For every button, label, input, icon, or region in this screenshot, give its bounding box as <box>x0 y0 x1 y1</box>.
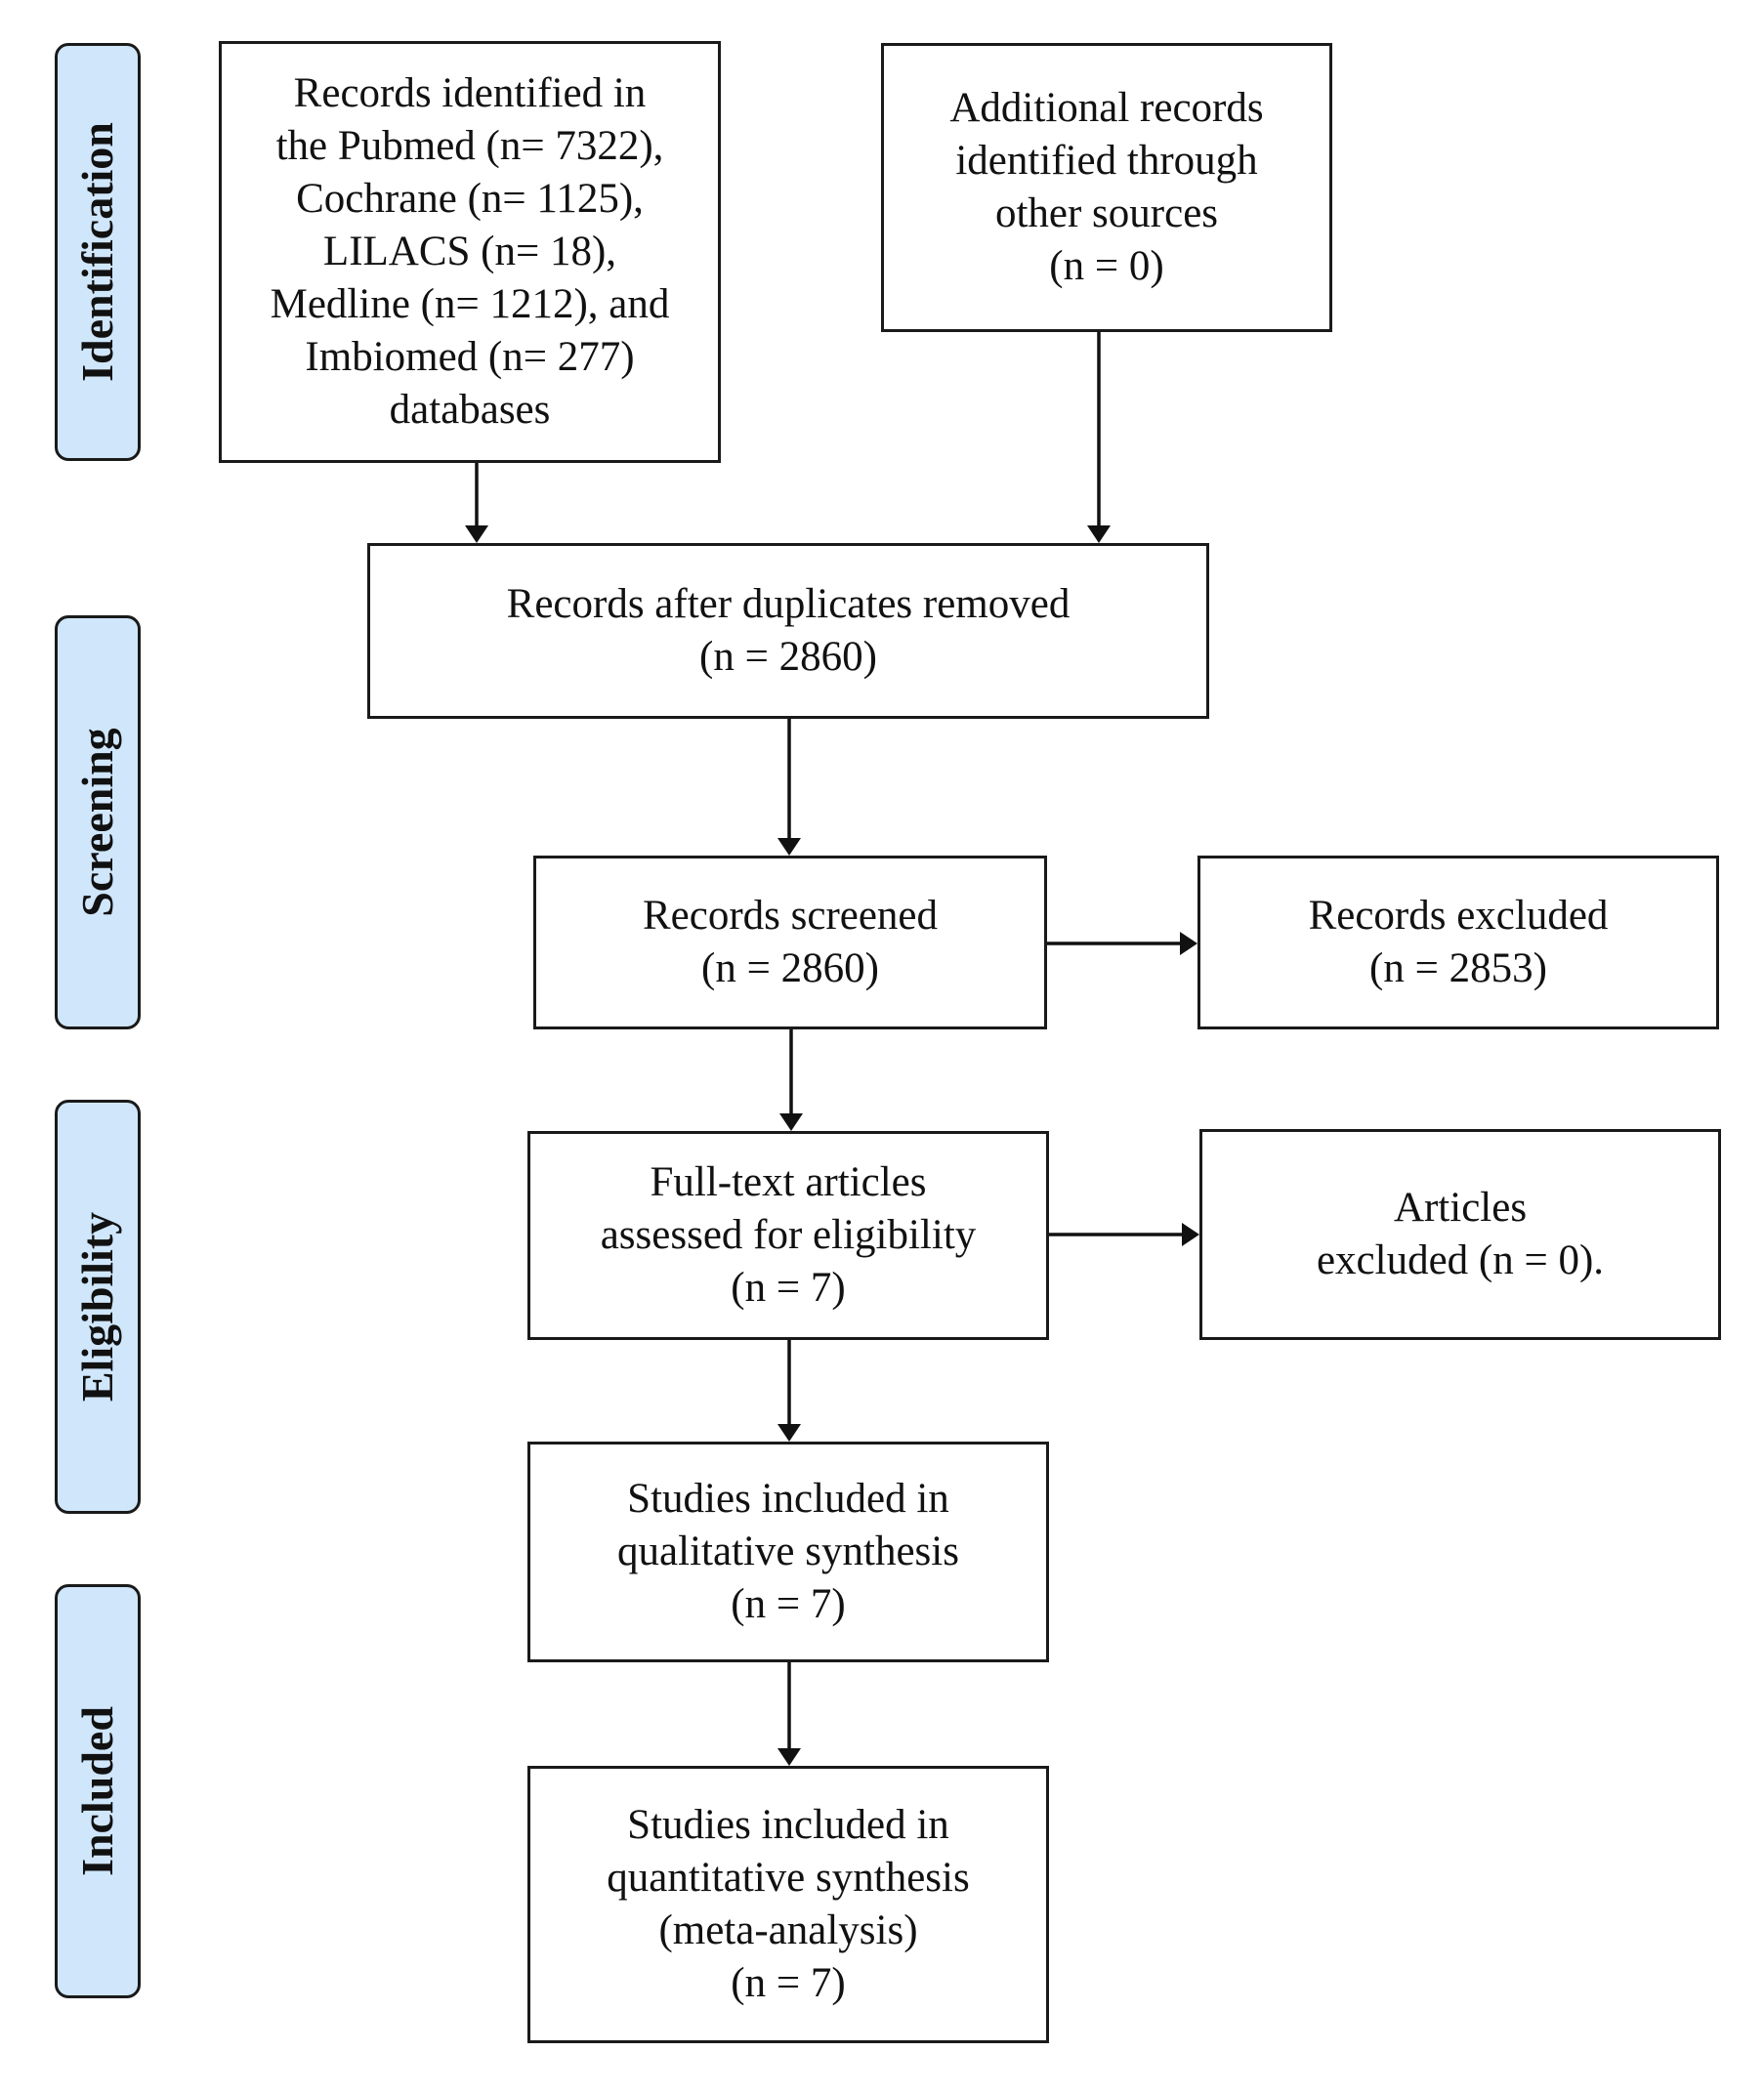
arrowhead <box>779 1113 803 1131</box>
after-duplicates-line: (n = 2860) <box>699 634 877 680</box>
qualitative-synthesis-text: Studies included in qualitative synthesi… <box>617 1473 959 1631</box>
records-identified-line: Imbiomed (n= 277) <box>305 334 635 380</box>
box-qualitative-synthesis: Studies included in qualitative synthesi… <box>527 1442 1049 1662</box>
arrowhead <box>777 1748 801 1766</box>
fulltext-assessed-text: Full-text articles assessed for eligibil… <box>601 1156 977 1315</box>
box-additional-records: Additional records identified through ot… <box>881 43 1332 332</box>
records-identified-line: LILACS (n= 18), <box>322 229 617 274</box>
additional-records-line: Additional records <box>949 85 1264 131</box>
additional-records-line: (n = 0) <box>1049 243 1164 289</box>
phase-eligibility: Eligibility <box>55 1100 141 1514</box>
records-excluded-line: Records excluded <box>1308 893 1609 939</box>
phase-included: Included <box>55 1584 141 1998</box>
records-identified-line: databases <box>389 387 551 433</box>
arrowhead <box>1180 932 1197 955</box>
box-after-duplicates: Records after duplicates removed (n = 28… <box>367 543 1209 719</box>
qualitative-synthesis-line: Studies included in <box>627 1476 949 1522</box>
records-identified-text: Records identified in the Pubmed (n= 732… <box>271 67 670 437</box>
quantitative-synthesis-text: Studies included in quantitative synthes… <box>607 1799 969 2010</box>
articles-excluded-line: Articles <box>1393 1185 1528 1231</box>
additional-records-line: other sources <box>994 190 1219 236</box>
qualitative-synthesis-line: qualitative synthesis <box>617 1529 959 1574</box>
fulltext-assessed-line: (n = 7) <box>731 1265 846 1311</box>
records-identified-line: the Pubmed (n= 7322), <box>275 123 664 169</box>
records-identified-line: Medline (n= 1212), and <box>270 281 670 327</box>
quantitative-synthesis-line: Studies included in <box>627 1802 949 1848</box>
after-duplicates-text: Records after duplicates removed (n = 28… <box>507 578 1071 684</box>
arrowhead <box>777 1424 801 1442</box>
additional-records-line: identified through <box>955 138 1258 184</box>
quantitative-synthesis-line: (meta-analysis) <box>658 1907 918 1953</box>
arrowhead <box>465 525 488 543</box>
articles-excluded-text: Articles excluded (n = 0). <box>1317 1182 1604 1287</box>
records-identified-line: Cochrane (n= 1125), <box>296 176 644 222</box>
records-screened-line: (n = 2860) <box>701 945 879 991</box>
box-quantitative-synthesis: Studies included in quantitative synthes… <box>527 1766 1049 2043</box>
fulltext-assessed-line: Full-text articles <box>650 1159 927 1205</box>
box-records-excluded: Records excluded (n = 2853) <box>1197 856 1719 1029</box>
qualitative-synthesis-line: (n = 7) <box>731 1581 846 1627</box>
records-excluded-line: (n = 2853) <box>1369 945 1547 991</box>
box-records-identified: Records identified in the Pubmed (n= 732… <box>219 41 721 463</box>
arrowhead <box>777 838 801 856</box>
box-fulltext-assessed: Full-text articles assessed for eligibil… <box>527 1131 1049 1340</box>
records-identified-line: Records identified in <box>293 70 647 116</box>
after-duplicates-line: Records after duplicates removed <box>506 581 1071 627</box>
box-articles-excluded: Articles excluded (n = 0). <box>1199 1129 1721 1340</box>
records-excluded-text: Records excluded (n = 2853) <box>1309 890 1609 995</box>
records-screened-line: Records screened <box>642 893 939 939</box>
arrowhead <box>1182 1223 1199 1246</box>
quantitative-synthesis-line: (n = 7) <box>731 1960 846 2006</box>
additional-records-text: Additional records identified through ot… <box>949 82 1263 293</box>
phase-screening: Screening <box>55 615 141 1029</box>
records-screened-text: Records screened (n = 2860) <box>643 890 938 995</box>
arrowhead <box>1087 525 1111 543</box>
box-records-screened: Records screened (n = 2860) <box>533 856 1047 1029</box>
articles-excluded-line: excluded (n = 0). <box>1316 1237 1605 1283</box>
fulltext-assessed-line: assessed for eligibility <box>600 1212 977 1258</box>
quantitative-synthesis-line: quantitative synthesis <box>607 1855 970 1901</box>
phase-identification: Identification <box>55 43 141 461</box>
